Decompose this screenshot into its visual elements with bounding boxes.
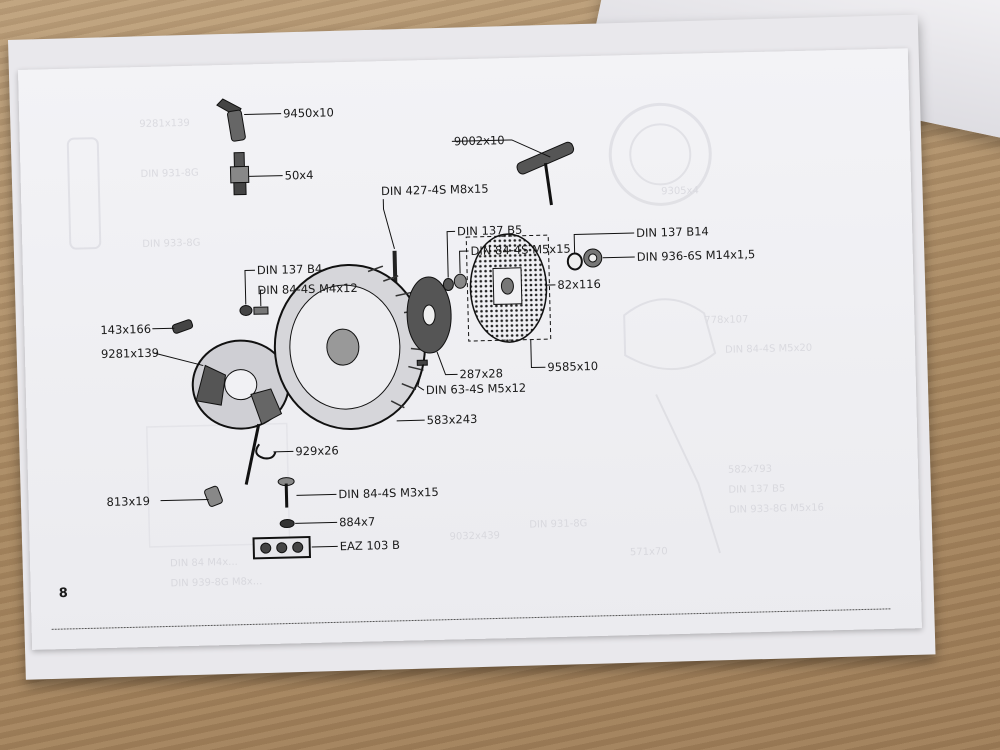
- callout-stator: 9281x139: [101, 346, 159, 361]
- svg-text:9281x139: 9281x139: [139, 118, 190, 130]
- callout-flywheel: 583x243: [427, 412, 478, 427]
- page-number: 8: [59, 586, 68, 601]
- callout-fan-plate: 9585x10: [547, 359, 598, 374]
- callout-washer-b5: DIN 137 B5: [457, 223, 523, 239]
- leader-lines: [152, 113, 635, 548]
- stator-plate-part: [191, 339, 290, 485]
- svg-text:DIN 137 B5: DIN 137 B5: [728, 483, 785, 495]
- svg-text:582x793: 582x793: [728, 464, 772, 476]
- t-wrench-part: [516, 141, 575, 206]
- washer-b4-part: [239, 305, 269, 317]
- svg-text:DIN 933-8G: DIN 933-8G: [142, 238, 200, 250]
- callout-washer-b14: DIN 137 B14: [636, 224, 709, 240]
- bleed-through-ghost: 9281x139 DIN 931-8G DIN 933-8G 9305x4 77…: [66, 102, 824, 589]
- callout-washer-b4: DIN 137 B4: [257, 262, 323, 278]
- page-bottom-rule: [51, 608, 892, 630]
- flywheel-part: [273, 263, 427, 430]
- svg-text:571x70: 571x70: [630, 546, 668, 558]
- exploded-parts-diagram: 9281x139 DIN 931-8G DIN 933-8G 9305x4 77…: [51, 98, 892, 630]
- svg-text:DIN 84-4S M5x20: DIN 84-4S M5x20: [725, 343, 812, 356]
- screw-m3-part: [277, 477, 295, 529]
- manual-page: 9281x139 DIN 931-8G DIN 933-8G 9305x4 77…: [18, 48, 922, 650]
- callout-disc: 287x28: [459, 366, 503, 381]
- svg-text:DIN 931-8G: DIN 931-8G: [529, 518, 587, 530]
- svg-text:DIN 933-8G M5x16: DIN 933-8G M5x16: [729, 502, 824, 515]
- svg-text:DIN 939-8G M8x...: DIN 939-8G M8x...: [170, 576, 262, 589]
- spark-plug-cap-part: [216, 98, 246, 142]
- disc-part: [406, 276, 452, 354]
- callout-pin: 143x166: [100, 322, 151, 337]
- callout-spark-plug: 50x4: [284, 168, 313, 183]
- svg-text:9305x4: 9305x4: [661, 185, 699, 197]
- callout-terminal: EAZ 103 B: [340, 538, 401, 553]
- callout-t-wrench: 9002x10: [454, 133, 505, 148]
- screw-m8-part: [392, 250, 398, 283]
- callout-screw-m4: DIN 84-4S M4x12: [257, 281, 358, 297]
- washer-b5-part: [442, 273, 467, 292]
- callout-nut-m14: DIN 936-6S M14x1,5: [637, 247, 756, 264]
- spark-plug-part: [229, 151, 250, 196]
- screw-813-part: [204, 485, 223, 507]
- callout-spark-cap: 9450x10: [283, 105, 334, 120]
- washer-b14-part: [566, 248, 603, 271]
- callout-screw-m5x12: DIN 63-4S M5x12: [426, 381, 527, 397]
- svg-text:DIN 931-8G: DIN 931-8G: [140, 168, 198, 180]
- callout-screw-813: 813x19: [106, 494, 150, 509]
- svg-text:9032x439: 9032x439: [449, 530, 500, 542]
- pin-part: [171, 319, 194, 334]
- callout-hub: 82x116: [557, 277, 601, 292]
- clip-part: [255, 443, 277, 460]
- callout-screw-m3: DIN 84-4S M3x15: [338, 485, 439, 501]
- callout-washer-884: 884x7: [339, 514, 375, 529]
- svg-text:778x107: 778x107: [704, 314, 748, 326]
- screw-m5x12-part: [416, 359, 428, 366]
- svg-text:DIN 84 M4x...: DIN 84 M4x...: [170, 557, 238, 570]
- callout-clip: 929x26: [295, 443, 339, 458]
- callout-screw-m8: DIN 427-4S M8x15: [381, 182, 489, 199]
- callout-nut-m5: DIN 84-4S M5x15: [470, 242, 571, 258]
- terminal-block-part: [252, 535, 312, 560]
- fan-plate-part: [465, 233, 552, 343]
